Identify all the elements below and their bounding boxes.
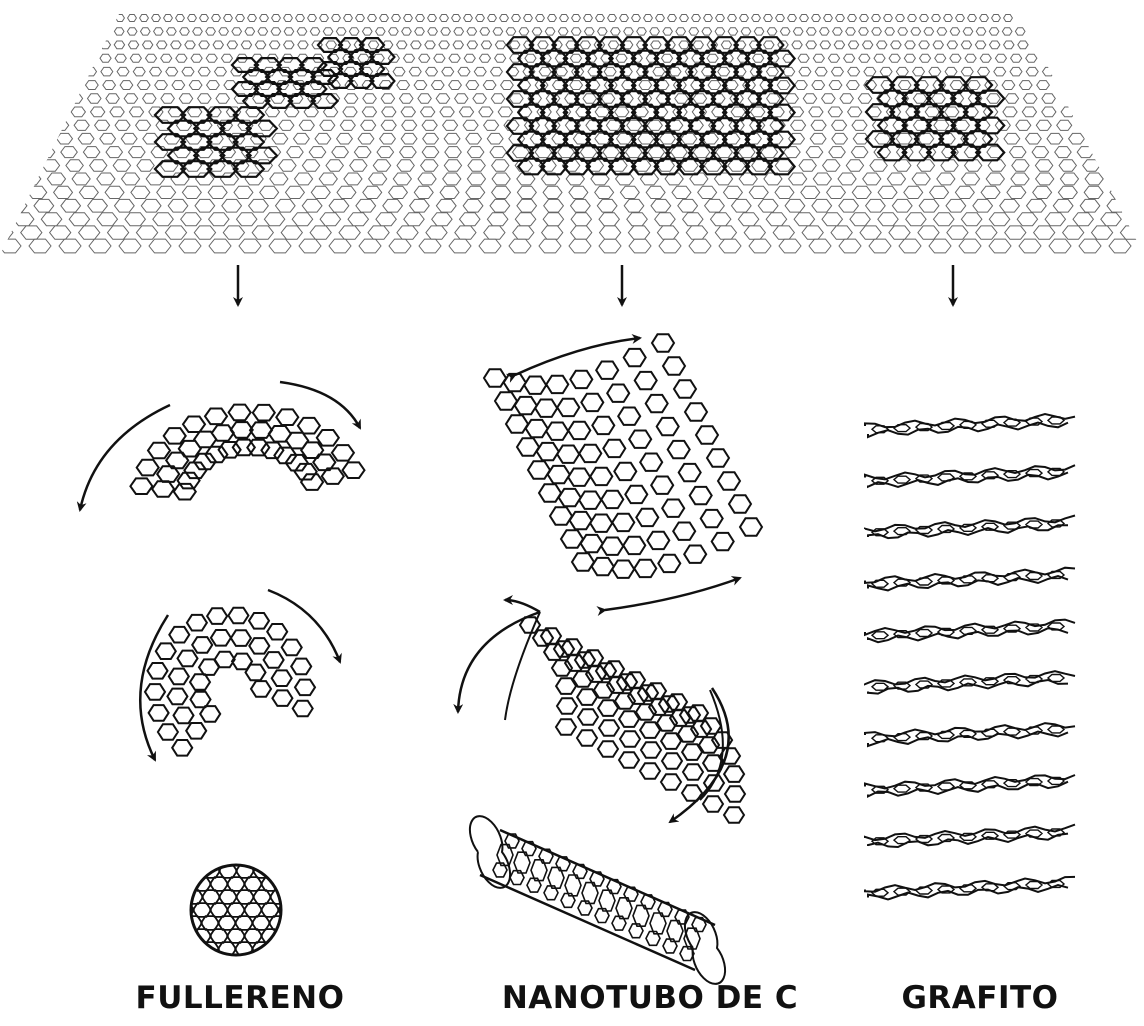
label-nanotubo: NANOTUBO DE C [470, 976, 830, 1020]
nanotube-tube-rim [505, 612, 723, 800]
tube-arrow-left [458, 612, 540, 712]
graphite-layer-stack [865, 414, 1075, 900]
graphite-layer [865, 465, 1075, 487]
fullerene-ball-lattice [168, 864, 304, 956]
graphite-layer [865, 568, 1075, 591]
curl-arrow-right [280, 382, 360, 428]
nanotube-stage-1 [484, 334, 762, 610]
graphite-layer [865, 671, 1075, 694]
fullerene-stage-2 [140, 590, 340, 760]
nanotube-stage-2 [458, 600, 745, 823]
roll-arrow-top [515, 338, 640, 375]
roll-arrow-bottom [605, 578, 740, 610]
label-fullereno: FULLERENO [100, 976, 380, 1020]
graphite-layer [865, 620, 1075, 643]
graphite-layer-hexes [872, 829, 1064, 845]
nanotube-half-rolled [505, 612, 745, 823]
fullerene-arc-lattice [130, 405, 364, 500]
graphite-layer-hexes [872, 417, 1064, 433]
nanotube-outline [480, 830, 715, 970]
nanotube-cylinder-lattice [493, 834, 706, 960]
graphite-layer [865, 516, 1075, 539]
fullerene-cage-lattice [145, 608, 315, 756]
tube-arrow-top-left [505, 600, 540, 612]
graphite-layer [865, 825, 1075, 847]
highlight-fullerene-region-a [155, 107, 277, 177]
graphite-layer [865, 877, 1075, 900]
highlight-graphite-region [866, 77, 1004, 160]
fullerene-fragment-curling [130, 405, 364, 500]
fullerene-fragment-closing [145, 608, 315, 756]
fullerene-ball [168, 864, 304, 956]
nanotube-closed [470, 816, 725, 984]
nanotube-tube-lattice [520, 617, 745, 823]
close-arrow-left [140, 615, 168, 760]
nanotube-cylinder [470, 816, 725, 984]
fullerene-stage-1 [80, 382, 365, 510]
label-grafito: GRAFITO [860, 976, 1100, 1020]
graphite-layer-hexes [872, 520, 1064, 536]
down-arrows [238, 265, 953, 305]
